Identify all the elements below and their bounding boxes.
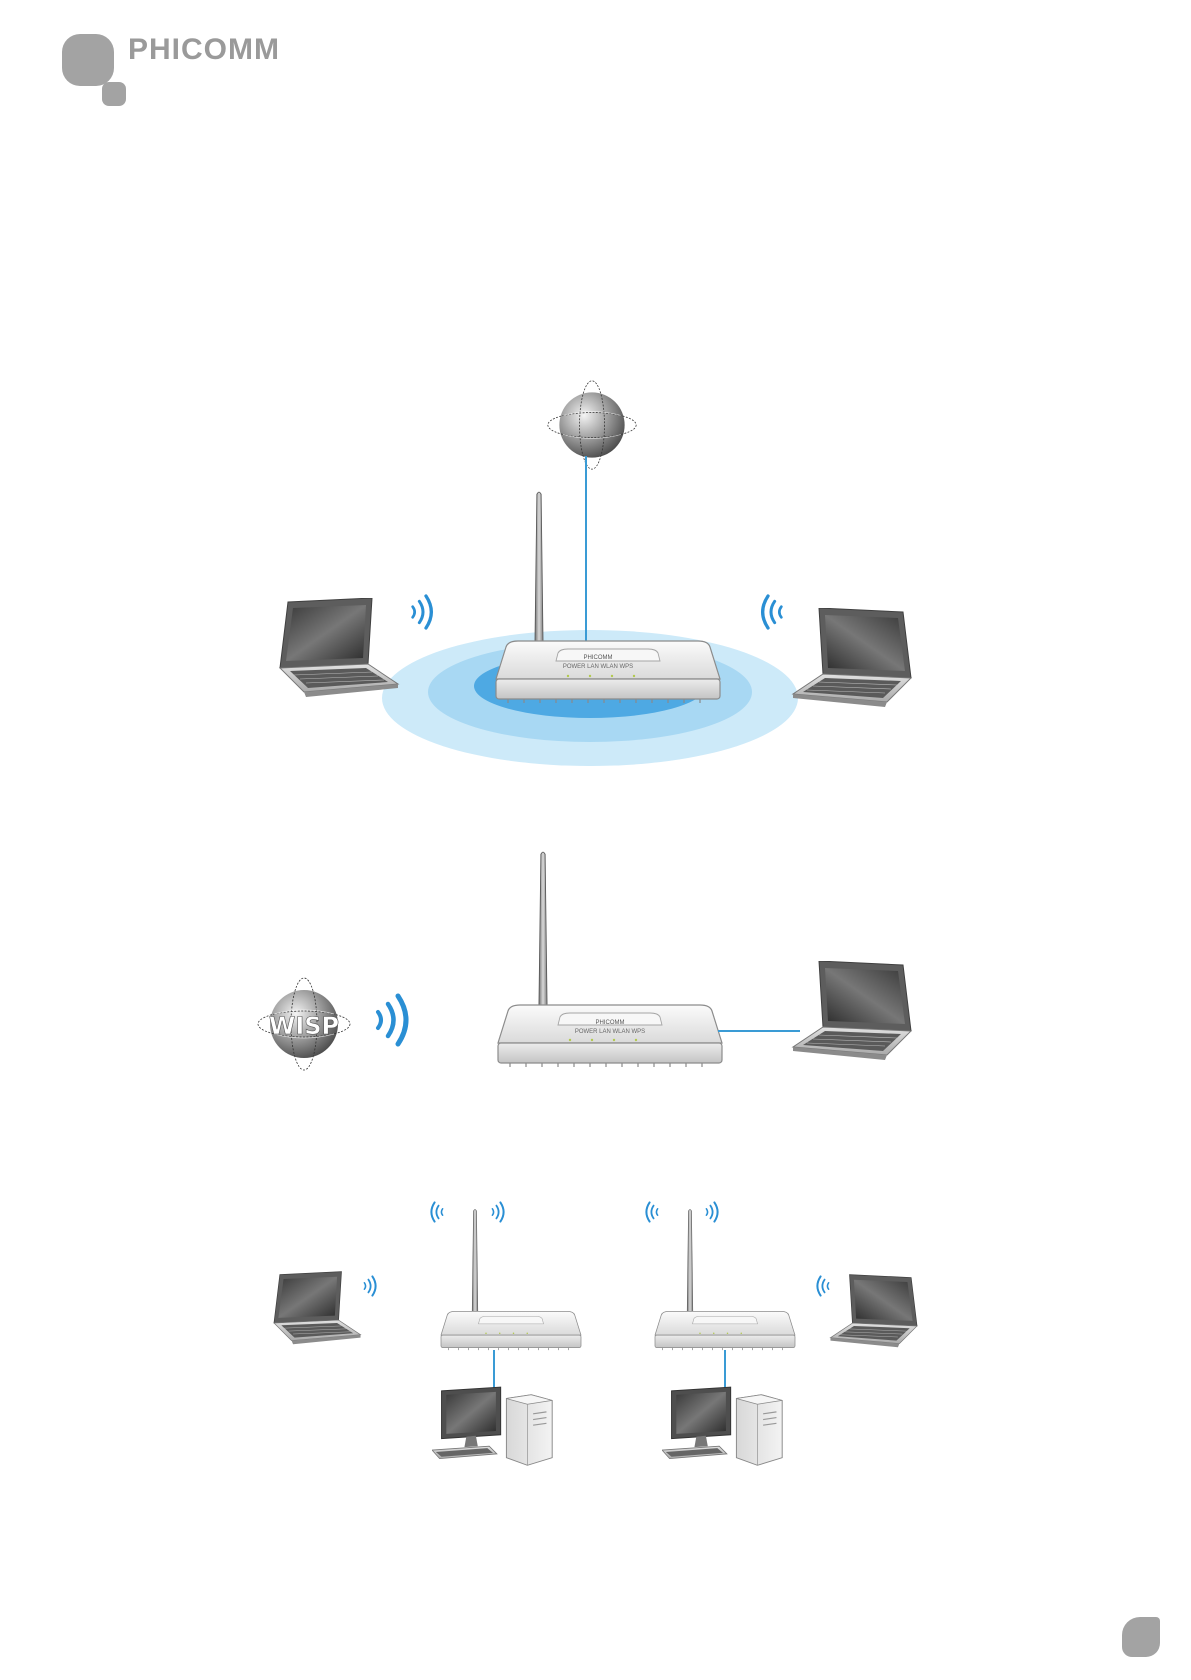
- wifi-signal-icon: [431, 1202, 442, 1221]
- brand-name: PHICOMM: [128, 33, 280, 67]
- wifi-signal-icon: [364, 1276, 375, 1295]
- laptop-icon: [793, 961, 911, 1060]
- antenna-icon: [687, 1210, 693, 1329]
- wifi-signal-icon: [763, 596, 782, 628]
- globe-icon: [548, 381, 636, 469]
- router-indicator-labels: POWER LAN WLAN WPS: [575, 1029, 645, 1035]
- ap-mode-diagram: PHICOMM POWER LAN WLAN WPS: [0, 370, 1191, 780]
- desktop-pc-icon: [432, 1387, 552, 1465]
- router-icon: [655, 1311, 795, 1350]
- laptop-icon: [793, 608, 911, 707]
- wifi-signal-icon: [378, 996, 406, 1044]
- laptop-icon: [280, 598, 398, 697]
- router-indicator-labels: POWER LAN WLAN WPS: [563, 664, 633, 670]
- wifi-signal-icon: [706, 1202, 717, 1221]
- wifi-signal-icon: [817, 1276, 828, 1295]
- router-icon: PHICOMM POWER LAN WLAN WPS: [498, 1005, 722, 1067]
- wifi-signal-icon: [492, 1202, 503, 1221]
- wisp-mode-diagram: WISP PHICOMM POWER LAN WLAN WPS: [0, 850, 1191, 1080]
- router-icon: PHICOMM POWER LAN WLAN WPS: [496, 641, 720, 703]
- laptop-icon: [830, 1275, 917, 1348]
- desktop-pc-icon: [662, 1387, 782, 1465]
- router-brand-label: PHICOMM: [596, 1020, 625, 1026]
- wisp-label: WISP: [269, 1012, 339, 1040]
- antenna-icon: [472, 1210, 478, 1329]
- antenna-icon: [539, 852, 548, 1020]
- wifi-signal-icon: [646, 1202, 657, 1221]
- laptop-icon: [274, 1272, 361, 1345]
- bridge-mode-diagram: [0, 1190, 1191, 1490]
- wifi-signal-icon: [413, 596, 432, 628]
- page-corner-tab: [1122, 1617, 1160, 1657]
- router-brand-label: PHICOMM: [584, 655, 613, 661]
- router-icon: [441, 1311, 581, 1350]
- antenna-icon: [535, 492, 544, 660]
